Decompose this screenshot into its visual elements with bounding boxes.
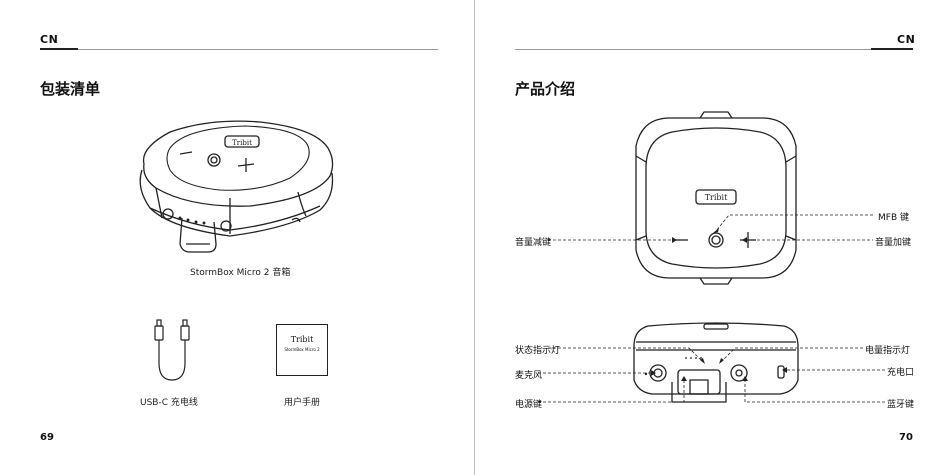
language-tag: CN — [40, 33, 58, 46]
label-power-key: 电源键 — [515, 397, 542, 410]
page-title: 包装清单 — [40, 78, 100, 99]
label-charge-port: 充电口 — [887, 365, 914, 378]
user-manual-illustration: Tribit StormBox Micro 2 — [276, 324, 328, 376]
right-page: CN 产品介绍 Tribit — [475, 0, 950, 475]
speaker-illustration: Tribit — [130, 118, 345, 258]
cable-caption: USB-C 充电线 — [140, 395, 198, 408]
header-rule — [78, 49, 438, 50]
manual-caption: 用户手册 — [284, 395, 320, 408]
page-number: 69 — [40, 432, 54, 443]
header-rule-accent — [40, 48, 78, 50]
page-number: 70 — [899, 432, 913, 443]
device-logo-text: Tribit — [232, 139, 252, 147]
product-caption: StormBox Micro 2 音箱 — [190, 265, 290, 278]
label-battery-light: 电量指示灯 — [865, 343, 910, 356]
label-bluetooth-key: 蓝牙键 — [887, 397, 914, 410]
front-view-callouts — [475, 0, 950, 475]
manual-brand-text: Tribit — [277, 335, 327, 344]
manual-model-text: StormBox Micro 2 — [277, 347, 327, 352]
left-page: CN 包装清单 — [0, 0, 475, 475]
label-microphone: 麦克风 — [515, 368, 542, 381]
label-status-light: 状态指示灯 — [515, 343, 560, 356]
usb-c-cable-illustration — [150, 318, 200, 388]
